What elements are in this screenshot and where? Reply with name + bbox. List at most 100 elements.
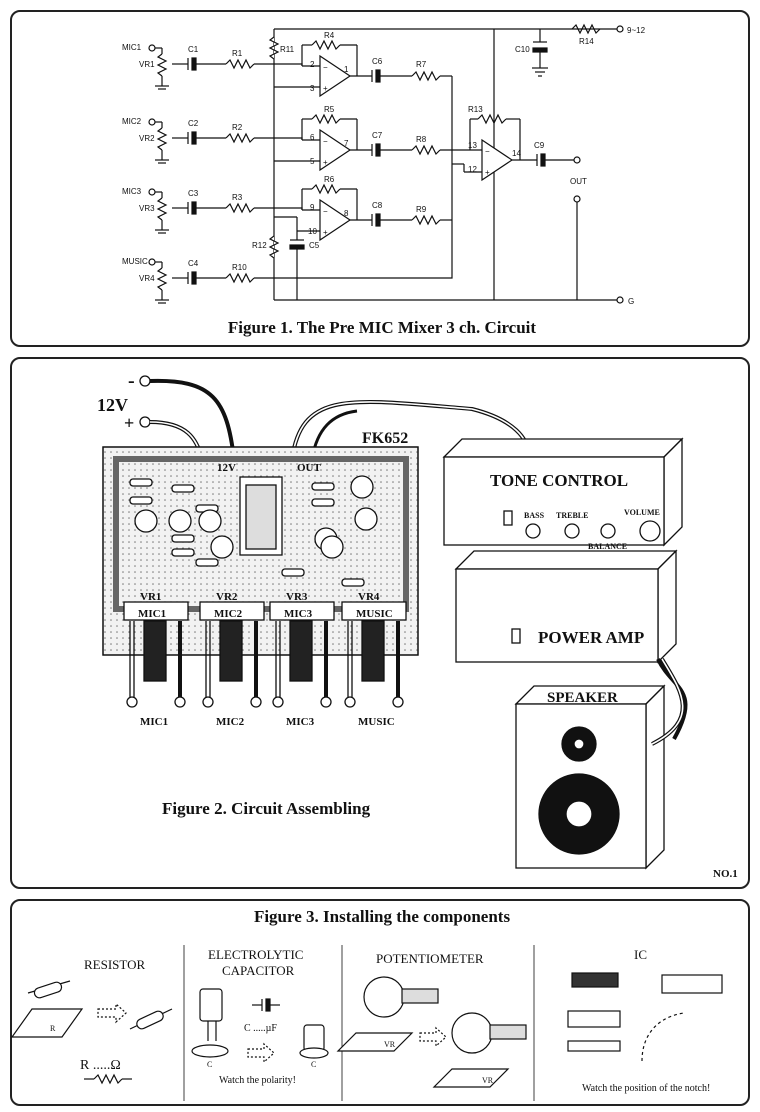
board-pot-3 (341, 601, 407, 621)
opamp-4: −+ (481, 138, 514, 182)
supply-12v-label: 12V (97, 395, 128, 415)
jack-label-0: MIC1 (140, 716, 168, 728)
pot-label-1: VR2 (139, 134, 155, 143)
potentiometer-drawing: VR VR (336, 976, 527, 1088)
svg-text:+: + (323, 228, 328, 237)
svg-text:+: + (323, 84, 328, 93)
assembly-diagram: - 12V + FK652 12V OUT VR1MIC1MIC1VR2MIC2… (97, 370, 738, 880)
board-input-label-3: MUSIC (356, 608, 393, 620)
power-amp-box (454, 549, 678, 664)
pot-shaft-2 (289, 620, 313, 682)
res-label-3: R10 (232, 263, 247, 272)
svg-text:R13: R13 (468, 105, 483, 114)
pot-label-2: VR3 (139, 204, 155, 213)
svg-text:R .....Ω: R .....Ω (80, 1058, 121, 1073)
board-pot-1 (199, 601, 265, 621)
svg-text:RESISTOR: RESISTOR (84, 957, 145, 972)
svg-text:2: 2 (310, 60, 315, 69)
svg-text:POTENTIOMETER: POTENTIOMETER (376, 951, 484, 966)
svg-text:R9: R9 (416, 205, 427, 214)
svg-text:9: 9 (310, 203, 315, 212)
board-pot-label-3: VR4 (358, 591, 380, 603)
pot-shaft-3 (361, 620, 385, 682)
svg-text:BASS: BASS (524, 511, 545, 520)
jack-signal-2 (272, 696, 284, 708)
supply-label: 9~12 (627, 26, 646, 35)
input-label-0: MIC1 (122, 43, 142, 52)
pot-2 (156, 197, 168, 221)
svg-text:−: − (323, 63, 328, 72)
board-input-label-0: MIC1 (138, 608, 166, 620)
svg-text:Watch the polarity!: Watch the polarity! (219, 1075, 296, 1086)
res-label-0: R1 (232, 49, 243, 58)
svg-text:R14: R14 (579, 37, 594, 46)
installing-diagrams: RESISTOR R R .....Ω ELECTROLYTIC CAPACIT… (10, 945, 723, 1101)
svg-text:C10: C10 (515, 45, 530, 54)
res-label-1: R2 (232, 123, 243, 132)
svg-text:C9: C9 (534, 141, 545, 150)
svg-text:7: 7 (344, 139, 349, 148)
pcb-resistor-9 (281, 568, 305, 577)
svg-text:VR: VR (482, 1076, 494, 1085)
svg-text:C6: C6 (372, 57, 383, 66)
pot-3 (156, 267, 168, 291)
pcb-capacitor-0 (134, 509, 158, 533)
svg-text:8: 8 (344, 209, 349, 218)
pcb-capacitor-2 (198, 509, 222, 533)
jack-label-2: MIC3 (286, 716, 315, 728)
pcb-resistor-8 (195, 558, 219, 567)
pcb-resistor-6 (171, 534, 195, 543)
pcb-resistor-0 (129, 478, 153, 487)
pcb-resistor-5 (311, 498, 335, 507)
pcb-resistor-10 (341, 578, 365, 587)
svg-text:VR: VR (384, 1040, 396, 1049)
figure1-panel: 9~12 R14 C10 G R11 R12 C5 −+ 2 3 1 R4 C6… (10, 10, 750, 347)
svg-text:−: − (323, 137, 328, 146)
jack-ground-0 (174, 696, 186, 708)
cap-label-2: C3 (188, 189, 199, 198)
svg-text:ELECTROLYTIC: ELECTROLYTIC (208, 947, 303, 962)
svg-text:+: + (323, 158, 328, 167)
pot-1 (156, 127, 168, 151)
pcb-resistor-2 (171, 484, 195, 493)
cap-label-3: C4 (188, 259, 199, 268)
pcb-capacitor-1 (168, 509, 192, 533)
svg-text:−: − (485, 147, 490, 156)
schematic: 9~12 R14 C10 G R11 R12 C5 −+ 2 3 1 R4 C6… (122, 23, 646, 306)
cap-label-1: C2 (188, 119, 199, 128)
svg-text:C: C (207, 1060, 212, 1069)
svg-text:C .....µF: C .....µF (244, 1023, 277, 1034)
svg-text:R: R (50, 1024, 56, 1033)
svg-text:IC: IC (634, 947, 647, 962)
input-label-1: MIC2 (122, 117, 142, 126)
jack-ground-3 (392, 696, 404, 708)
board-pot-2 (269, 601, 335, 621)
svg-text:R4: R4 (324, 31, 335, 40)
jack-label-1: MIC2 (216, 716, 245, 728)
r14-resistor (571, 23, 601, 35)
opamp-1: −+ (319, 54, 352, 98)
svg-text:BALANCE: BALANCE (588, 542, 627, 551)
board-pot-0 (123, 601, 189, 621)
speaker-box (514, 684, 666, 870)
cap-label-0: C1 (188, 45, 199, 54)
figure1-caption: Figure 1. The Pre MIC Mixer 3 ch. Circui… (227, 318, 537, 337)
opamp-2: −+ (319, 128, 352, 172)
svg-text:13: 13 (468, 141, 477, 150)
pcb-capacitor-4 (354, 507, 378, 531)
pot-shaft-0 (143, 620, 167, 682)
svg-text:+: + (124, 413, 134, 433)
svg-text:6: 6 (310, 133, 315, 142)
svg-text:C8: C8 (372, 201, 383, 210)
svg-text:VOLUME: VOLUME (624, 508, 660, 517)
figure3-panel: Figure 3. Installing the components RESI… (10, 899, 750, 1106)
pot-0 (156, 53, 168, 77)
svg-text:+: + (485, 168, 490, 177)
figure3-caption: Figure 3. Installing the components (253, 907, 511, 926)
svg-text:CAPACITOR: CAPACITOR (222, 963, 295, 978)
pot-label-0: VR1 (139, 60, 155, 69)
svg-text:−: − (323, 207, 328, 216)
svg-text:12V: 12V (217, 462, 236, 474)
